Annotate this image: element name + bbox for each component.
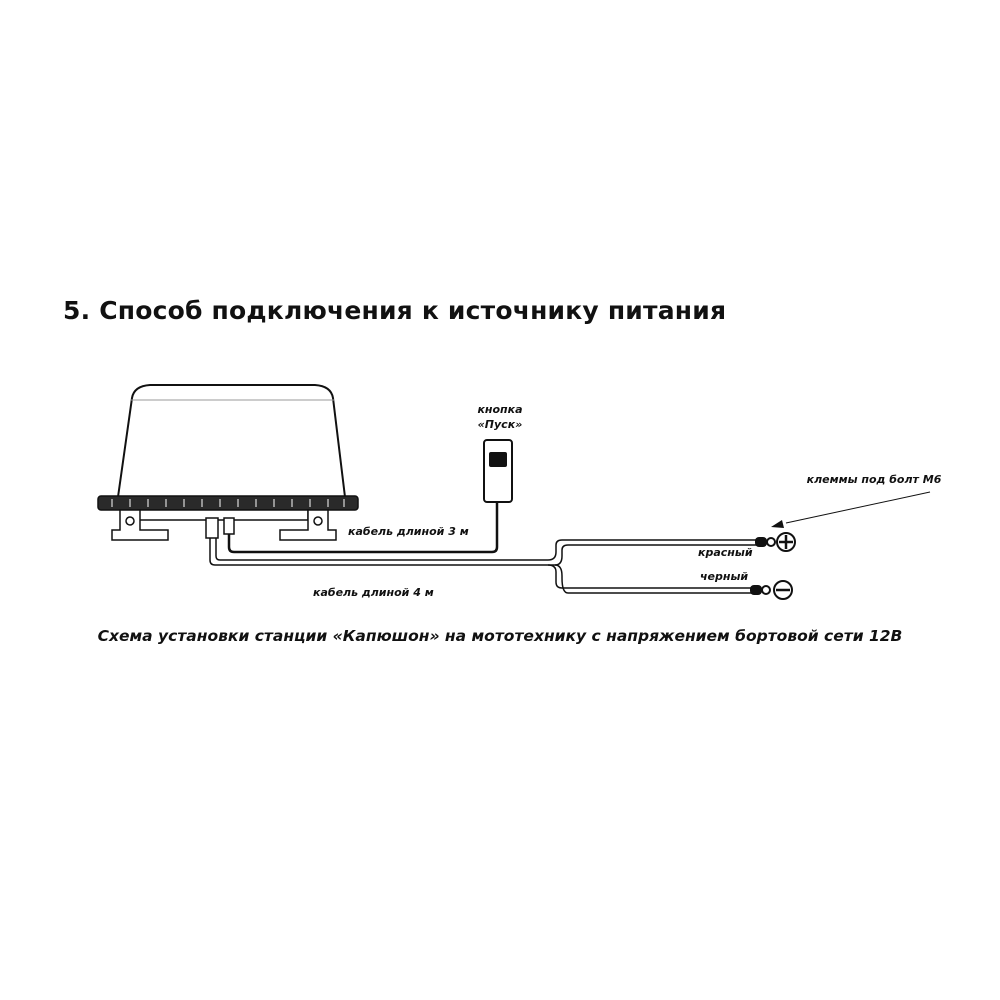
terminal-red [755, 537, 776, 547]
mount-bracket-left [111, 509, 169, 541]
cable-4m-label: кабель длиной 4 м [313, 586, 434, 599]
diagram-caption: Схема установки станции «Капюшон» на мот… [97, 627, 903, 645]
start-button-housing [483, 439, 513, 503]
mount-bolt-left [125, 516, 135, 526]
mount-bracket-right [279, 509, 337, 541]
cable-3m-line [227, 502, 499, 554]
terminals-label: клеммы под болт М6 [807, 473, 942, 486]
station-unit [97, 384, 359, 541]
cable-3m-label: кабель длиной 3 м [348, 525, 469, 538]
black-wire-label: черный [700, 570, 748, 583]
cable-connector-right [223, 517, 235, 535]
station-base-plate [97, 495, 359, 511]
station-dome [116, 384, 347, 498]
button-label-line1: кнопка [477, 403, 522, 416]
station-underside [137, 509, 309, 521]
power-wires [547, 539, 757, 594]
red-wire-label: красный [698, 546, 753, 559]
section-heading: 5. Способ подключения к источнику питани… [63, 296, 727, 325]
terminals-pointer [785, 491, 931, 524]
start-button [483, 439, 513, 503]
terminal-black [750, 585, 771, 595]
base-plate-pattern [111, 499, 345, 507]
mount-bolt-right [313, 516, 323, 526]
minus-icon [773, 580, 793, 600]
plus-icon [776, 532, 796, 552]
cable-connector-left [205, 517, 219, 539]
button-label-line2: «Пуск» [478, 418, 523, 431]
cable-4m-line [209, 538, 555, 566]
terminals-pointer-arrow-icon [771, 520, 784, 528]
start-button-key [489, 452, 507, 467]
